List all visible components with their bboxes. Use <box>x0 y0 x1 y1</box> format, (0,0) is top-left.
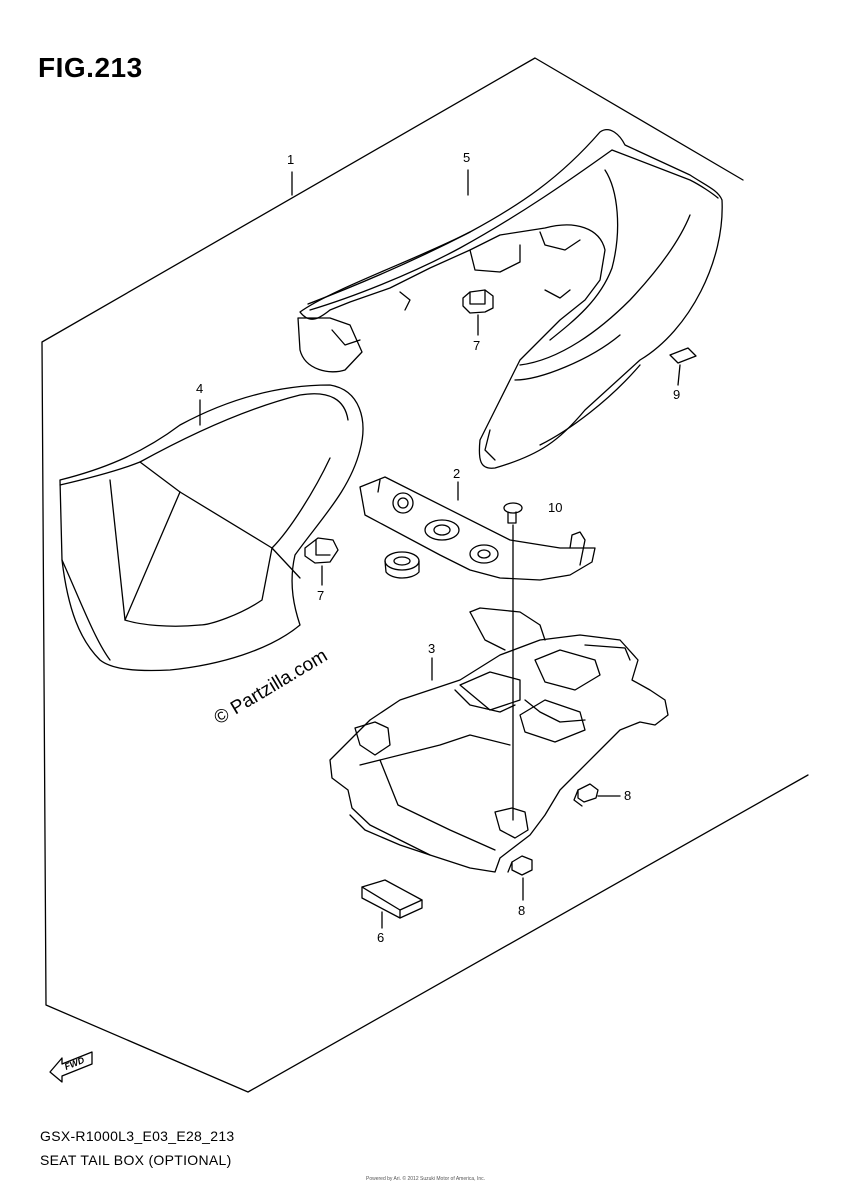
seat-cover-part-4[interactable] <box>59 384 364 672</box>
fine-print: Powered by Ari. © 2012 Suzuki Motor of A… <box>366 1176 486 1182</box>
leader-9 <box>677 364 681 386</box>
pad-part-9[interactable] <box>669 347 697 364</box>
clip-nut-part-7-upper[interactable] <box>462 289 494 314</box>
bolt-part-8-upper[interactable] <box>573 783 599 807</box>
clip-nut-part-7-lower[interactable] <box>304 537 339 564</box>
callout-7-upper: 7 <box>473 338 481 353</box>
kit-boundary-frame <box>41 57 809 1093</box>
callout-9: 9 <box>673 387 681 402</box>
bolt-part-10[interactable] <box>503 502 523 524</box>
callout-6: 6 <box>377 930 385 945</box>
figure-title: FIG.213 <box>38 52 143 83</box>
foam-block-part-6[interactable] <box>361 879 423 919</box>
callout-3: 3 <box>428 641 436 656</box>
model-code: GSX-R1000L3_E03_E28_213 <box>40 1128 235 1144</box>
mounting-plate-part-2[interactable] <box>359 476 596 581</box>
rubber-grommet[interactable] <box>384 551 420 579</box>
section-title: SEAT TAIL BOX (OPTIONAL) <box>40 1152 232 1168</box>
callout-4: 4 <box>196 381 204 396</box>
callout-1: 1 <box>287 152 295 167</box>
callout-2: 2 <box>453 466 461 481</box>
seat-bracket-part-3[interactable] <box>329 607 669 873</box>
callout-8-upper: 8 <box>624 788 632 803</box>
bolt-part-8-lower[interactable] <box>507 855 533 876</box>
callout-5: 5 <box>463 150 471 165</box>
callout-10: 10 <box>548 500 563 515</box>
fwd-arrow-icon <box>49 1051 93 1083</box>
tail-cowl-part-5[interactable] <box>297 129 723 469</box>
callout-8-lower: 8 <box>518 903 526 918</box>
callout-7-lower: 7 <box>317 588 325 603</box>
